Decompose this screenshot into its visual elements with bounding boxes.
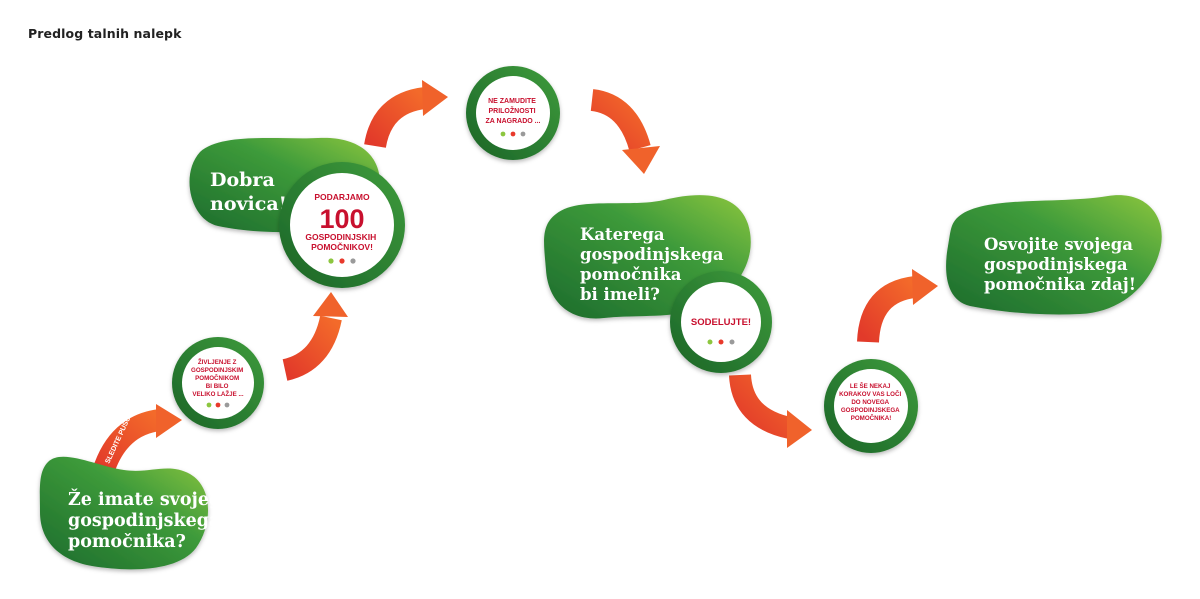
arrow-circle4-to-circle5 xyxy=(729,373,812,448)
circle3-line-3: ZA NAGRADO ... xyxy=(486,118,541,125)
circle3-logos xyxy=(500,131,526,137)
svg-text:Osvojite svojega gospodi: Osvojite svojega gospodinjskega pomočnik… xyxy=(984,235,1139,294)
which-line-2: gospodinjskega xyxy=(580,245,724,264)
which-line-3: pomočnika xyxy=(580,265,682,284)
circle3-line-1: NE ZAMUDITE xyxy=(488,98,536,105)
circle1-line-3: POMOČNIKOM xyxy=(195,375,239,382)
circle4-logos xyxy=(707,339,735,345)
arrow-circle5-to-final xyxy=(857,269,938,343)
logo-mark-c-icon xyxy=(224,402,230,408)
svg-text:Dobra novica!: Dobra novica! xyxy=(210,169,287,215)
arrow-circle1-to-good-news xyxy=(282,292,348,381)
logo-mark-b-icon xyxy=(215,402,221,408)
circle2-line-2: POMOČNIKOV! xyxy=(311,241,373,252)
sticker-circle-easier-life: ŽIVLJENJE Z GOSPODINJSKIM POMOČNIKOM BI … xyxy=(172,337,264,429)
final-line-1: Osvojite svojega xyxy=(984,235,1133,254)
circle1-line-1: ŽIVLJENJE Z xyxy=(198,358,237,366)
logo-mark-b-icon xyxy=(718,339,724,345)
circle4-line-1: SODELUJTE! xyxy=(691,317,751,328)
svg-text:Katerega gospodinjskega: Katerega gospodinjskega pomočnika bi ime… xyxy=(580,225,729,304)
arrow-start-to-circle1: SLEDITE PUŠČICI xyxy=(92,404,182,476)
good-news-line-1: Dobra xyxy=(210,169,275,191)
final-line-3: pomočnika zdaj! xyxy=(984,275,1136,294)
which-line-4: bi imeli? xyxy=(580,285,660,304)
circle5-line-4: GOSPODINJSKEGA xyxy=(841,407,900,414)
sticker-circle-giveaway: PODARJAMO 100 GOSPODINJSKIH POMOČNIKOV! xyxy=(279,162,405,288)
logo-mark-a-icon xyxy=(707,339,713,345)
circle1-line-4: BI BILO xyxy=(206,383,229,390)
svg-text:PODARJAMO: PODARJAMO xyxy=(314,192,370,202)
sticker-circle-dont-miss: NE ZAMUDITE PRILOŽNOSTI ZA NAGRADO ... xyxy=(466,66,560,160)
circle5-line-1: LE ŠE NEKAJ xyxy=(850,382,891,390)
svg-text:NE ZAMUDITE PRILOŽNOSTI: NE ZAMUDITE PRILOŽNOSTI ZA NAGRADO ... xyxy=(486,98,541,125)
logo-mark-c-icon xyxy=(520,131,526,137)
circle3-line-2: PRILOŽNOSTI xyxy=(488,106,535,115)
circle2-top: PODARJAMO xyxy=(314,192,370,202)
start-line-3: pomočnika? xyxy=(68,532,186,552)
logo-mark-b-icon xyxy=(510,131,516,137)
sticker-final-win: Osvojite svojega gospodinjskega pomočnik… xyxy=(946,195,1162,315)
start-line-1: Že imate svojega xyxy=(68,489,233,510)
svg-text:GOSPODINJSKIH POMOČNIKOV: GOSPODINJSKIH POMOČNIKOV! xyxy=(305,232,378,252)
circle5-line-2: KORAKOV VAS LOČI xyxy=(839,391,901,398)
start-line-2: gospodinjskega xyxy=(68,511,220,531)
final-line-2: gospodinjskega xyxy=(984,255,1128,274)
circle5-line-5: POMOČNIKA! xyxy=(851,415,892,422)
arrow-circle3-to-which xyxy=(590,89,660,174)
page-title: Predlog talnih nalepk xyxy=(28,26,182,41)
circle2-line-1: GOSPODINJSKIH xyxy=(305,232,376,242)
logo-mark-c-icon xyxy=(350,258,356,264)
circle5-line-3: DO NOVEGA xyxy=(851,399,889,406)
svg-text:ŽIVLJENJE Z GOSPODINJSKI: ŽIVLJENJE Z GOSPODINJSKIM POMOČNIKOM BI … xyxy=(191,358,245,398)
circle2-logos xyxy=(328,258,356,264)
svg-text:SODELUJTE!: SODELUJTE! xyxy=(691,317,751,328)
logo-mark-a-icon xyxy=(500,131,506,137)
logo-mark-b-icon xyxy=(339,258,345,264)
svg-text:LE ŠE NEKAJ KORAKOV VAS: LE ŠE NEKAJ KORAKOV VAS LOČI DO NOVEGA G… xyxy=(839,382,903,422)
logo-mark-a-icon xyxy=(206,402,212,408)
sticker-start-question: Že imate svojega gospodinjskega pomočnik… xyxy=(39,456,239,570)
sticker-circle-few-steps: LE ŠE NEKAJ KORAKOV VAS LOČI DO NOVEGA G… xyxy=(824,359,918,453)
sticker-circle-participate: SODELUJTE! xyxy=(670,271,772,373)
circle2-number: 100 xyxy=(319,204,364,234)
which-line-1: Katerega xyxy=(580,225,665,244)
circle1-line-2: GOSPODINJSKIM xyxy=(191,367,243,374)
logo-mark-c-icon xyxy=(729,339,735,345)
circle1-line-5: VELIKO LAŽJE ... xyxy=(192,390,244,398)
arrow-good-news-to-circle3 xyxy=(364,80,448,149)
good-news-line-2: novica! xyxy=(210,193,287,215)
circle1-logos xyxy=(206,402,230,408)
svg-text:Že imate svojega gospodi: Že imate svojega gospodinjskega pomočnik… xyxy=(68,489,239,552)
logo-mark-a-icon xyxy=(328,258,334,264)
